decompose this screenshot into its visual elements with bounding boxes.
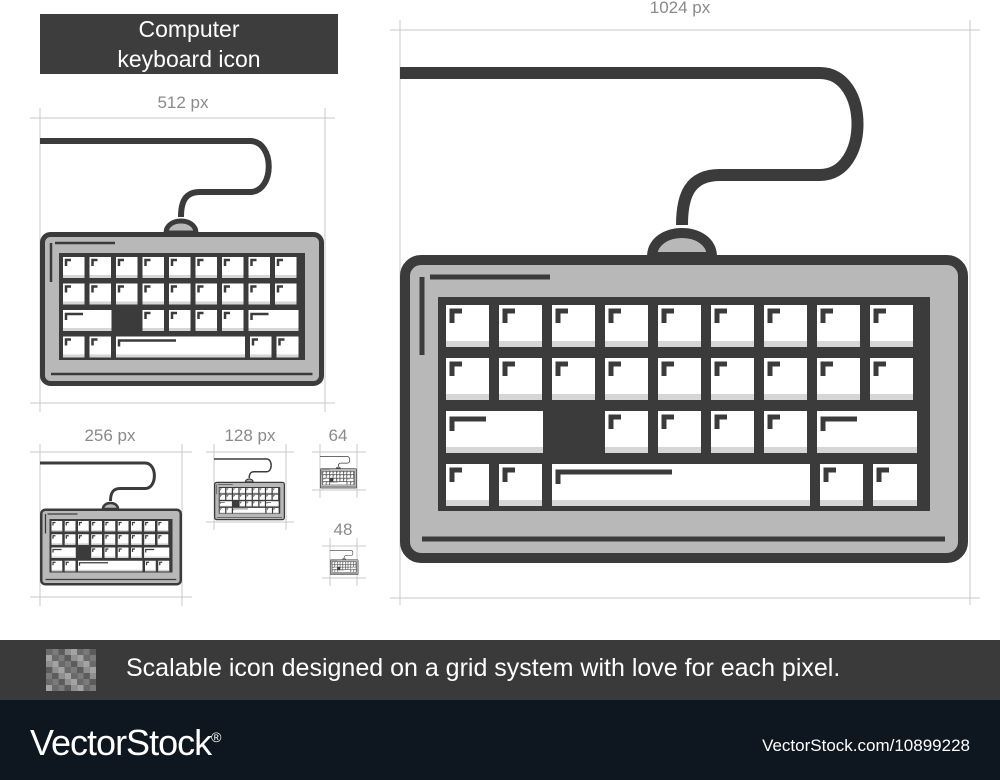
pixel-grid-icon [46,649,96,691]
brand-bar [0,700,1000,780]
size-label-256: 256 px [84,426,136,445]
image-id-label: VectorStock.com/10899228 [762,736,970,755]
keyboard-icon-256 [40,461,182,586]
size-label-64: 64 [328,426,348,445]
keyboard-icon-1024 [400,67,968,563]
title-line-2: keyboard icon [117,46,261,72]
keyboard-icon-512 [40,138,324,386]
vectorstock-logo: VectorStock® [30,722,221,764]
logo-text: VectorStock [30,722,212,763]
size-label-1024: 1024 px [649,0,711,17]
keyboard-icon-64 [320,456,357,489]
size-label-128: 128 px [224,426,276,445]
footer-bar [0,640,1000,700]
size-label-48: 48 [333,520,353,539]
title-banner: Computer keyboard icon [40,14,338,74]
keyboard-icon-128 [214,458,285,521]
registered-mark: ® [211,729,221,745]
keyboard-icon-48 [330,550,359,575]
footer-tagline: Scalable icon designed on a grid system … [126,654,841,682]
size-label-512: 512 px [157,93,209,112]
title-line-1: Computer [138,16,240,42]
